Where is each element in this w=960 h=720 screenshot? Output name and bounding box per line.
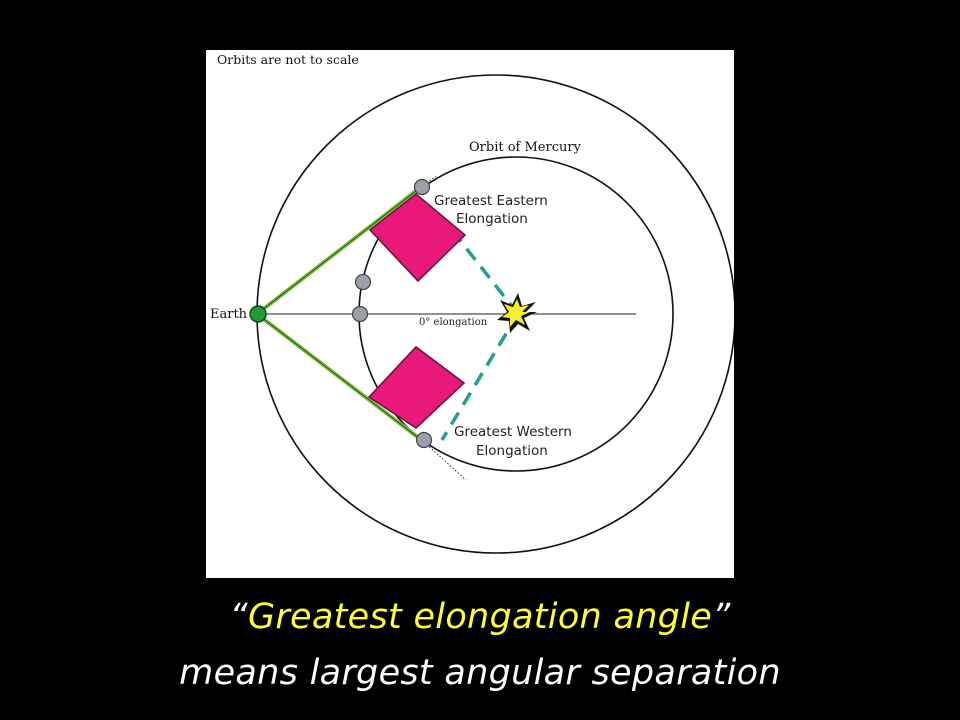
caption-open-quote: “ — [229, 597, 248, 637]
scale-note-label: Orbits are not to scale — [217, 52, 359, 67]
western-tangent-extension — [423, 441, 467, 481]
eastern-sight-line-thin — [256, 186, 422, 315]
caption-line-2: means largest angular separation — [179, 653, 781, 693]
sun-core — [502, 299, 530, 327]
caption-line-1: “Greatest elongation angle” — [0, 596, 960, 638]
eastern-label-line2: Elongation — [456, 211, 528, 227]
mercury-greatest-western — [415, 431, 433, 449]
elongation-diagram: Orbits are not to scale Orbit of Mercury… — [210, 52, 734, 554]
western-sight-line-thin — [256, 313, 425, 443]
zero-elongation-label: 0° elongation — [419, 317, 488, 328]
caption-highlight-text: Greatest elongation angle — [247, 597, 713, 637]
earth-marker — [249, 305, 267, 323]
western-right-angle-marker — [367, 345, 466, 430]
earth-label: Earth — [210, 307, 248, 322]
western-label-line2: Elongation — [476, 443, 548, 459]
eastern-right-angle-marker — [368, 192, 467, 283]
caption-close-quote: ” — [712, 597, 731, 637]
elongation-diagram-panel: Orbits are not to scale Orbit of Mercury… — [206, 50, 734, 578]
mercury-greatest-eastern — [413, 178, 431, 196]
western-label-line1: Greatest Western — [454, 424, 572, 440]
mercury-orbit-label: Orbit of Mercury — [469, 140, 582, 155]
eastern-label-line1: Greatest Eastern — [434, 193, 548, 209]
mercury-zero-elongation — [351, 305, 369, 323]
mercury-intermediate — [354, 273, 372, 291]
western-radius-line — [440, 313, 520, 441]
